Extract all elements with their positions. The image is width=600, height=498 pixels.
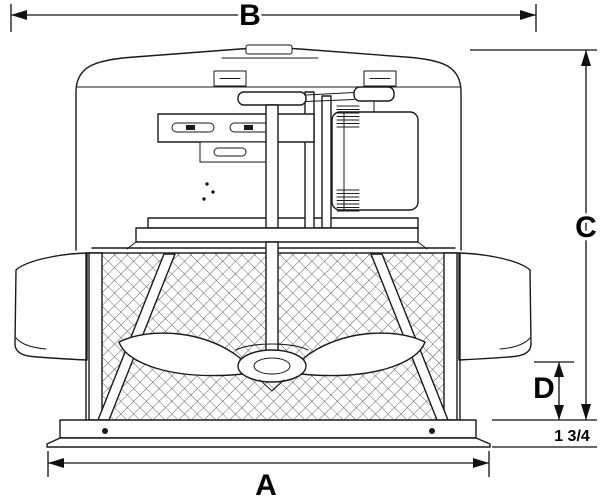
flare-outline bbox=[458, 252, 532, 361]
bracket-lower-slot bbox=[213, 147, 247, 157]
base-band bbox=[59, 419, 477, 439]
bracket-lower-plate bbox=[199, 141, 273, 163]
blade-right bbox=[300, 332, 426, 377]
mounting-base bbox=[46, 419, 491, 448]
dimension-base-height-label: 1 3/4 bbox=[554, 428, 590, 445]
arrowhead-icon bbox=[48, 458, 64, 468]
guard-post-right bbox=[443, 252, 458, 421]
rear-blade-line bbox=[235, 343, 309, 351]
dimension-b-label: B bbox=[239, 0, 261, 32]
deck-plate bbox=[135, 227, 419, 243]
dimension-c-lines bbox=[470, 49, 597, 421]
dimension-a-lines bbox=[47, 451, 490, 477]
arrowhead-icon bbox=[581, 404, 591, 420]
arrowhead-icon bbox=[520, 10, 536, 20]
fan-shaft bbox=[265, 241, 279, 355]
dimension-base-height: 1 3/4 bbox=[492, 426, 597, 448]
drive-belt bbox=[305, 92, 355, 102]
arrowhead-icon bbox=[554, 362, 564, 377]
flare-lip-line bbox=[499, 337, 531, 350]
hub-inner bbox=[253, 357, 291, 375]
dimension-d-label: D bbox=[533, 372, 555, 405]
flare-lip-line bbox=[15, 337, 47, 350]
arrowhead-icon bbox=[473, 458, 489, 468]
flare-outline bbox=[14, 252, 88, 361]
side-flare-left bbox=[14, 252, 88, 361]
dimension-b: B bbox=[10, 0, 537, 35]
drill-mark bbox=[205, 182, 209, 186]
slot-bolt-left bbox=[186, 125, 195, 130]
base-bolt-left bbox=[102, 428, 108, 434]
drill-mark bbox=[202, 197, 206, 201]
isolator-spring-top bbox=[336, 105, 360, 128]
guard-post-left bbox=[88, 252, 103, 421]
drill-mark bbox=[211, 190, 215, 194]
upper-drive-shaft bbox=[265, 104, 279, 229]
windband-walls bbox=[85, 252, 461, 421]
drive-column-front bbox=[304, 91, 315, 233]
arrowhead-icon bbox=[11, 10, 27, 20]
base-flange bbox=[46, 437, 491, 448]
motor-pulley bbox=[353, 86, 395, 102]
arrowhead-icon bbox=[554, 405, 564, 420]
slot-bolt-right bbox=[244, 125, 253, 130]
hub-cone bbox=[259, 379, 285, 392]
dimension-d: D bbox=[530, 361, 574, 420]
motor-base-rail bbox=[147, 217, 419, 229]
side-flare-right bbox=[458, 252, 532, 361]
arrowhead-icon bbox=[581, 50, 591, 66]
dimension-c-label: C bbox=[575, 211, 597, 244]
dimension-a-label: A bbox=[255, 469, 277, 498]
drive-column-rear bbox=[321, 95, 332, 229]
mounting-bracket bbox=[157, 113, 315, 143]
fan-pulley bbox=[237, 91, 307, 106]
hub bbox=[237, 349, 307, 383]
bracket-slot-left bbox=[171, 122, 215, 133]
dimension-c: C bbox=[470, 49, 600, 421]
dimension-a: A bbox=[47, 451, 490, 498]
fan-propeller bbox=[118, 241, 426, 392]
base-bolt-right bbox=[429, 428, 435, 434]
motor-box bbox=[331, 111, 419, 211]
blade-left bbox=[118, 332, 244, 377]
dimension-b-lines bbox=[10, 4, 537, 32]
isolator-spring-bottom bbox=[336, 189, 360, 212]
dome-top-cap bbox=[245, 44, 293, 55]
